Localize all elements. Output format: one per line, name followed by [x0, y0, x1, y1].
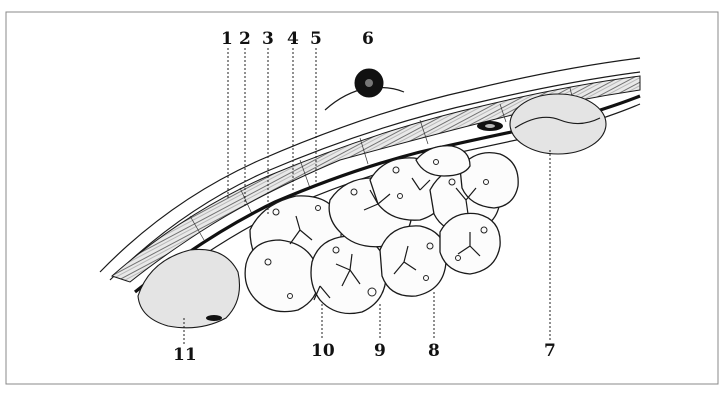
label-4: 4: [287, 29, 299, 49]
label-8: 8: [428, 341, 440, 361]
label-1: 1: [221, 29, 233, 49]
label-11: 11: [173, 345, 197, 365]
label-2: 2: [239, 29, 251, 49]
label-6: 6: [362, 29, 374, 49]
label-7: 7: [544, 341, 556, 361]
label-5: 5: [310, 29, 322, 49]
label-9: 9: [374, 341, 386, 361]
label-3: 3: [262, 29, 274, 49]
right-muscle-mass: [510, 94, 606, 154]
label-10: 10: [311, 341, 335, 361]
